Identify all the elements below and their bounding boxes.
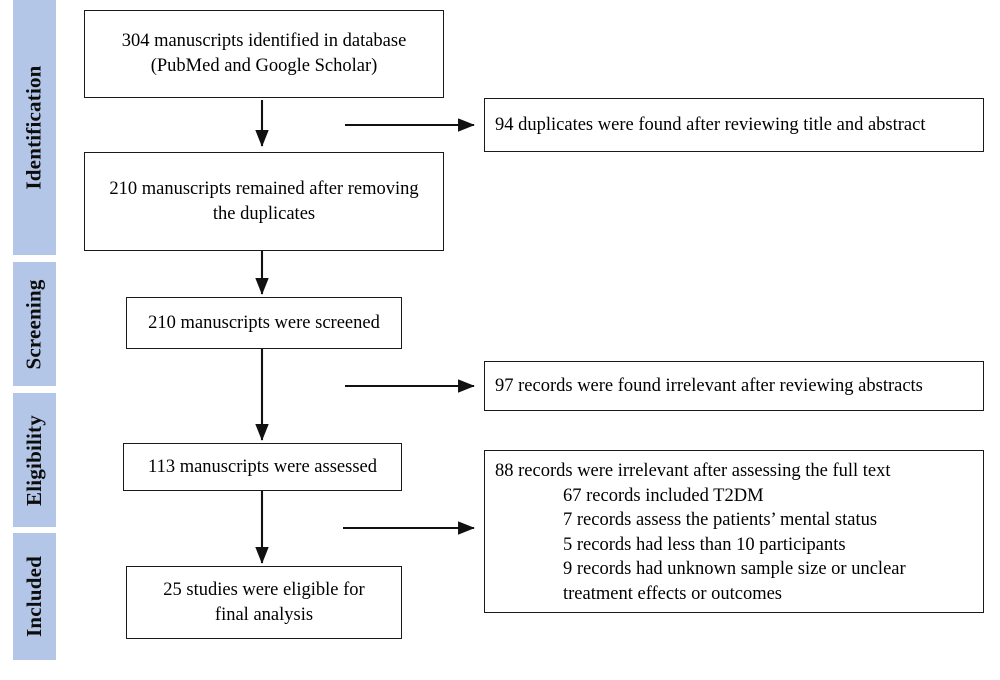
box-records-identified-line1: 304 manuscripts identified in database — [121, 31, 407, 52]
box-studies-included-line1: 25 studies were eligible for — [163, 579, 365, 600]
excluded-full-text-heading: 88 records were irrelevant after assessi… — [495, 461, 891, 481]
box-studies-included: 25 studies were eligible for final analy… — [126, 566, 402, 639]
excluded-full-text-item-3: 5 records had less than 10 participants — [563, 534, 846, 555]
stage-band-included: Included — [13, 533, 56, 660]
stage-label-screening: Screening — [22, 278, 47, 370]
box-excluded-full-text: 88 records were irrelevant after assessi… — [484, 450, 984, 613]
box-excluded-irrelevant-abstracts-text: 97 records were found irrelevant after r… — [495, 375, 923, 396]
excluded-full-text-item-1: 67 records included T2DM — [563, 485, 764, 506]
box-excluded-duplicates: 94 duplicates were found after reviewing… — [484, 98, 984, 152]
box-records-identified: 304 manuscripts identified in database (… — [84, 10, 444, 98]
stage-band-eligibility: Eligibility — [13, 393, 56, 527]
box-records-assessed: 113 manuscripts were assessed — [123, 443, 402, 491]
box-records-assessed-text: 113 manuscripts were assessed — [148, 456, 377, 477]
box-after-duplicates-line1: 210 manuscripts remained after removing — [109, 178, 419, 199]
box-studies-included-line2: final analysis — [214, 604, 314, 625]
box-records-screened-text: 210 manuscripts were screened — [148, 312, 380, 333]
box-after-duplicates-line2: the duplicates — [212, 203, 316, 224]
box-records-after-duplicates-removed: 210 manuscripts remained after removing … — [84, 152, 444, 251]
box-records-identified-line2: (PubMed and Google Scholar) — [150, 56, 378, 76]
stage-band-identification: Identification — [13, 0, 56, 255]
excluded-full-text-item-4: 9 records had unknown sample size or unc… — [563, 559, 906, 580]
box-excluded-duplicates-text: 94 duplicates were found after reviewing… — [495, 114, 926, 135]
box-records-screened: 210 manuscripts were screened — [126, 297, 402, 349]
excluded-full-text-item-2: 7 records assess the patients’ mental st… — [563, 510, 878, 531]
excluded-full-text-list: 88 records were irrelevant after assessi… — [495, 459, 973, 607]
stage-band-screening: Screening — [13, 262, 56, 386]
stage-label-included: Included — [22, 556, 46, 637]
box-excluded-irrelevant-abstracts: 97 records were found irrelevant after r… — [484, 361, 984, 411]
excluded-full-text-item-4-continuation: treatment effects or outcomes — [563, 583, 783, 604]
stage-label-eligibility: Eligibility — [22, 414, 47, 506]
stage-label-identification: Identification — [22, 65, 47, 190]
